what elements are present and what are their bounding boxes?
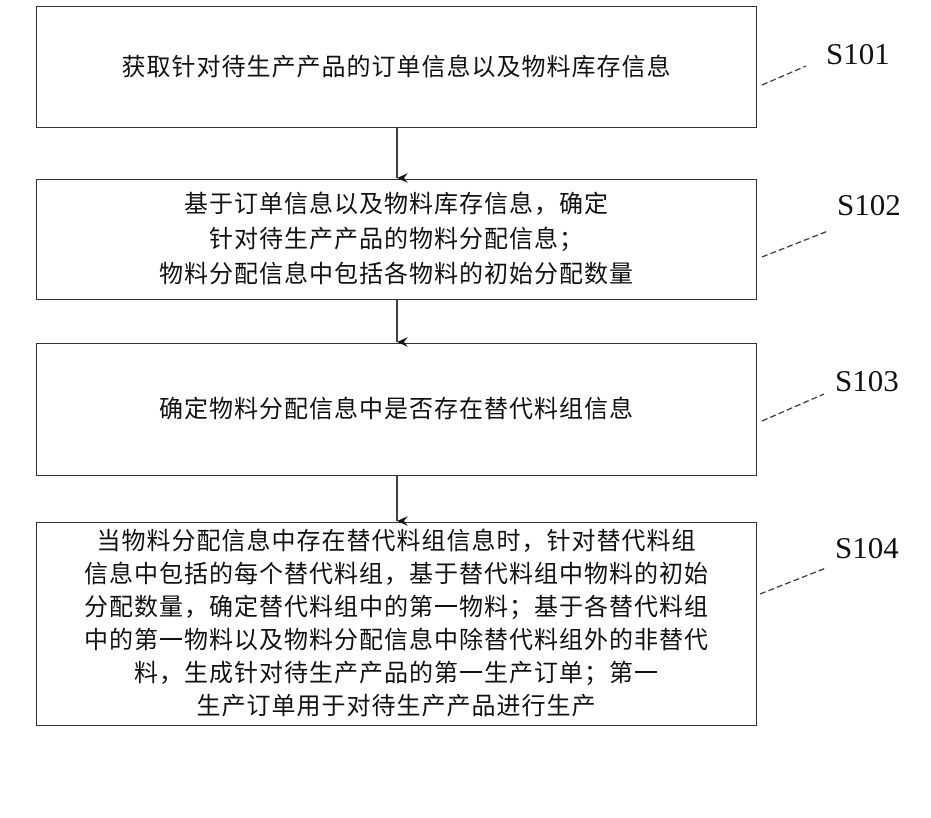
step-text-line: 分配数量，确定替代料组中的第一物料；基于各替代料组 bbox=[84, 591, 709, 624]
leader-line-s101 bbox=[762, 66, 806, 85]
leader-line-s103 bbox=[762, 394, 824, 421]
step-text-s104: 当物料分配信息中存在替代料组信息时，针对替代料组 信息中包括的每个替代料组，基于… bbox=[84, 525, 709, 723]
step-text-line: 确定物料分配信息中是否存在替代料组信息 bbox=[159, 392, 634, 427]
step-box-s103: 确定物料分配信息中是否存在替代料组信息 bbox=[36, 343, 757, 476]
leader-line-s102 bbox=[762, 231, 828, 257]
step-text-line: 基于订单信息以及物料库存信息，确定 bbox=[159, 187, 634, 222]
step-text-line: 中的第一物料以及物料分配信息中除替代料组外的非替代 bbox=[84, 624, 709, 657]
step-label-s104: S104 bbox=[835, 530, 899, 566]
step-label-s103: S103 bbox=[835, 363, 899, 399]
step-text-s101: 获取针对待生产产品的订单信息以及物料库存信息 bbox=[122, 50, 672, 85]
leader-line-s104 bbox=[760, 568, 826, 594]
step-box-s102: 基于订单信息以及物料库存信息，确定 针对待生产产品的物料分配信息； 物料分配信息… bbox=[36, 179, 757, 300]
step-text-line: 料，生成针对待生产产品的第一生产订单；第一 bbox=[84, 657, 709, 690]
step-text-s102: 基于订单信息以及物料库存信息，确定 针对待生产产品的物料分配信息； 物料分配信息… bbox=[159, 187, 634, 292]
step-box-s104: 当物料分配信息中存在替代料组信息时，针对替代料组 信息中包括的每个替代料组，基于… bbox=[36, 522, 757, 726]
step-text-s103: 确定物料分配信息中是否存在替代料组信息 bbox=[159, 392, 634, 427]
step-box-s101: 获取针对待生产产品的订单信息以及物料库存信息 bbox=[36, 6, 757, 128]
step-label-s102: S102 bbox=[837, 187, 901, 223]
step-text-line: 信息中包括的每个替代料组，基于替代料组中物料的初始 bbox=[84, 558, 709, 591]
step-text-line: 生产订单用于对待生产产品进行生产 bbox=[84, 690, 709, 723]
step-label-s101: S101 bbox=[826, 36, 890, 72]
step-text-line: 针对待生产产品的物料分配信息； bbox=[159, 222, 634, 257]
step-text-line: 当物料分配信息中存在替代料组信息时，针对替代料组 bbox=[84, 525, 709, 558]
step-text-line: 物料分配信息中包括各物料的初始分配数量 bbox=[159, 257, 634, 292]
step-text-line: 获取针对待生产产品的订单信息以及物料库存信息 bbox=[122, 50, 672, 85]
